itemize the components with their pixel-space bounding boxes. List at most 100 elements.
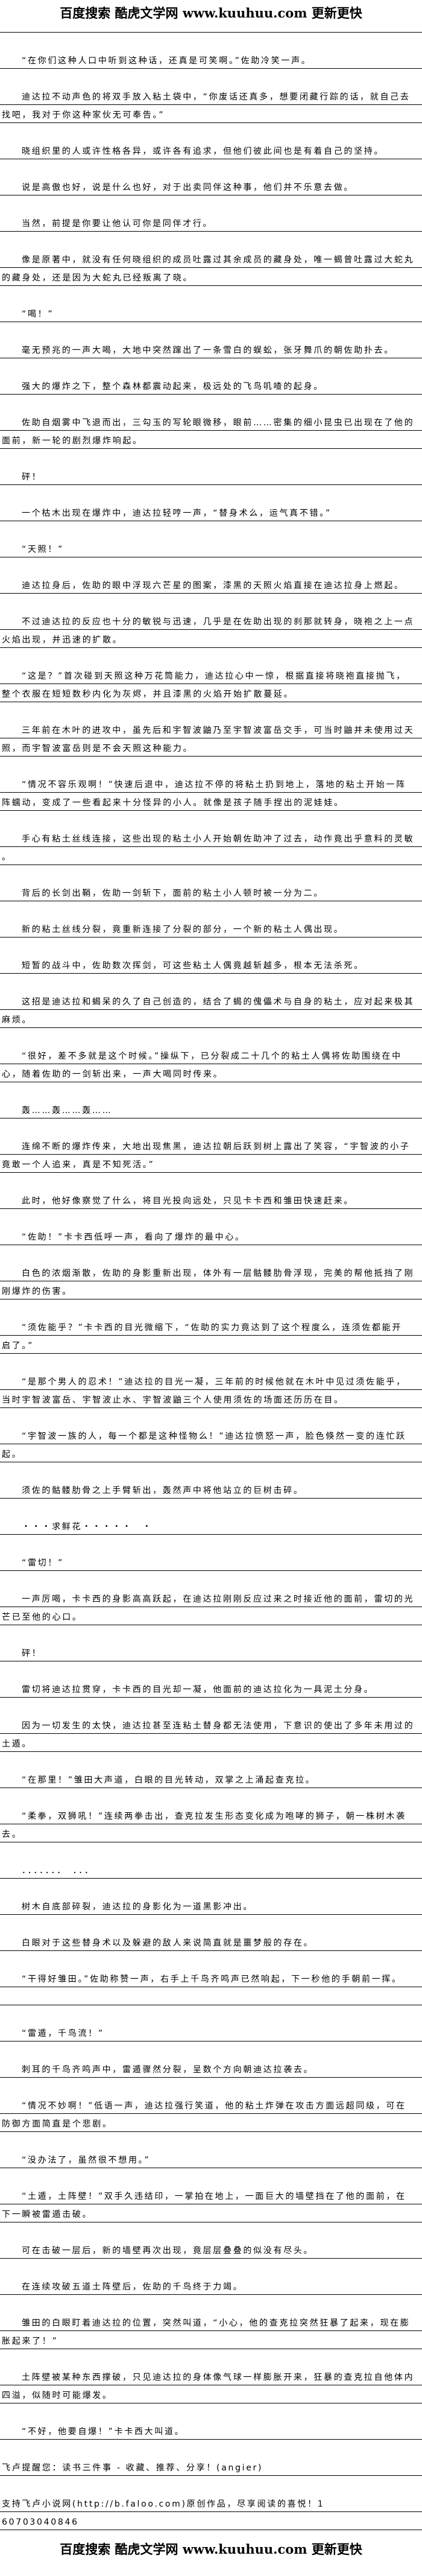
paragraph: 土阵壁被某种东西撑破，只见迪达拉的身体像气球一样膨胀开来，狂暴的查克拉自他体内四… xyxy=(0,2367,422,2403)
text-line: 手心有粘土丝线连接，这些出现的粘土小人开始朝佐助冲了过去，动作竟出乎意料的灵敏 xyxy=(0,829,422,847)
text-line: 面前，新一轮的剧烈爆炸响起。 xyxy=(0,431,422,449)
text-line: “情况不妙啊！”低语一声，迪达拉强行笑道，他的粘土炸弹在攻击方面远超同级，可在 xyxy=(0,2096,422,2114)
text-line: 起。 xyxy=(0,1444,422,1462)
text-line: 此时，他好像察觉了什么，将目光投向远处，只见卡卡西和雏田快速赶来。 xyxy=(0,1191,422,1209)
text-line: 背后的长剑出鞘，佐助一剑斩下，面前的粘土小人顿时被一分为二。 xyxy=(0,883,422,901)
text-line: ．．．．．．． ．．． xyxy=(0,1861,422,1879)
text-line: 土阵壁被某种东西撑破，只见迪达拉的身体像气球一样膨胀开来，狂暴的查克拉自他体内 xyxy=(0,2367,422,2385)
paragraph: “雷遁，千鸟流！” xyxy=(0,2023,422,2041)
text-line: 刺耳的千鸟齐鸣声中，雷遁骤然分裂，呈数个方向朝迪达拉袭去。 xyxy=(0,2060,422,2078)
paragraph: 说是高傲也好，说是什么也好，对于出卖同伴这种事，他们并不乐意去做。 xyxy=(0,177,422,195)
text-line: 在连续攻破五道土阵壁后，佐助的千鸟终于力竭。 xyxy=(0,2277,422,2295)
text-line: 麻烦。 xyxy=(0,1010,422,1028)
text-line: 阵蠕动，变成了一些看起来十分怪异的小人。就像是孩子随手捏出的泥娃娃。 xyxy=(0,793,422,811)
text-line xyxy=(0,1987,422,2005)
text-line: 防御方面简直是个悲剧。 xyxy=(0,2114,422,2132)
text-line: 照，而宇智波富岳则是不会天照这种能力。 xyxy=(0,738,422,757)
paragraph: “干得好雏田。”佐助称赞一声，右手上千鸟齐鸣声已然响起，下一秒他的手朝前一挥。 xyxy=(0,1969,422,2005)
text-line: 下一瞬被雷遁击破。 xyxy=(0,2204,422,2222)
text-line: “是那个男人的忍术！”迪达拉的目光一凝，三年前的时候他就在木叶中见过须佐能乎， xyxy=(0,1372,422,1390)
text-line: 砰！ xyxy=(0,467,422,485)
text-line: “天照！” xyxy=(0,539,422,557)
text-line: 白眼对于这些替身术以及躲避的敌人来说简直就是噩梦般的存在。 xyxy=(0,1933,422,1951)
text-line: 去。 xyxy=(0,1824,422,1842)
text-line: 强大的爆炸之下，整个森林都震动起来，极远处的飞鸟叽喳的起身。 xyxy=(0,376,422,395)
paragraph: 一声厉喝，卡卡西的身影高高跃起，在迪达拉刚刚反应过来之时接近他的面前，雷切的光芒… xyxy=(0,1589,422,1625)
text-line: “没办法了，虽然很不想用。” xyxy=(0,2150,422,2168)
paragraph: 树木自底部碎裂，迪达拉的身影化为一道黑影冲出。 xyxy=(0,1897,422,1915)
text-line: “雷切！” xyxy=(0,1553,422,1571)
text-line: “在那里！”雏田大声道，白眼的目光转动，双掌之上涌起查克拉。 xyxy=(0,1770,422,1788)
text-line: 不过迪达拉的反应也十分的敏锐与迅速，几乎是在佐助出现的刹那就转身，晓袍之上一点 xyxy=(0,612,422,630)
paragraph: 可在击破一层后，新的墙壁再次出现，竟层层叠叠的似没有尽头。 xyxy=(0,2241,422,2259)
text-line: “不好，他要自爆！”卡卡西大叫道。 xyxy=(0,2422,422,2440)
site-logo-banner-bottom[interactable]: 百度搜索 酷虎文学网 www.kuuhuu.com 更新更快 xyxy=(60,2542,362,2557)
text-line: “干得好雏田。”佐助称赞一声，右手上千鸟齐鸣声已然响起，下一秒他的手朝前一挥。 xyxy=(0,1969,422,1987)
text-line: 毫无预兆的一声大喝，大地中突然蹿出了一条雪白的蜈蚣，张牙舞爪的朝佐助扑去。 xyxy=(0,340,422,358)
paragraph: “天照！” xyxy=(0,539,422,557)
text-line: 连绵不断的爆炸传来，大地出现焦黑，迪达拉朝后跃到树上露出了笑容，“宇智波的小子 xyxy=(0,1137,422,1155)
reading-reminder: 飞卢提醒您：读书三件事 - 收藏、推荐、分享！(angier) xyxy=(0,2458,422,2476)
text-line: 轰……轰……轰…… xyxy=(0,1100,422,1118)
paragraph: 毫无预兆的一声大喝，大地中突然蹿出了一条雪白的蜈蚣，张牙舞爪的朝佐助扑去。 xyxy=(0,340,422,358)
text-line: 一声厉喝，卡卡西的身影高高跃起，在迪达拉刚刚反应过来之时接近他的面前，雷切的光 xyxy=(0,1589,422,1607)
paragraph: “在你们这种人口中听到这种话，还真是可笑啊。”佐助冷笑一声。 xyxy=(0,51,422,69)
paragraph: 不过迪达拉的反应也十分的敏锐与迅速，几乎是在佐助出现的刹那就转身，晓袍之上一点火… xyxy=(0,612,422,648)
text-line: 启了。” xyxy=(0,1336,422,1354)
text-line: 的藏身处，还是因为大蛇丸已经叛离了晓。 xyxy=(0,268,422,286)
paragraph: “不好，他要自爆！”卡卡西大叫道。 xyxy=(0,2422,422,2440)
paragraph: “土遁，土阵壁！”双手久违结印，一掌拍在地上，一面巨大的墙壁挡在了他的面前，在下… xyxy=(0,2186,422,2222)
support-notice: 支持飞卢小说网(http://b.faloo.com)原创作品，尽享阅读的喜悦！… xyxy=(0,2494,422,2512)
paragraph: 佐助自烟雾中飞退而出，三勾玉的写轮眼微移，眼前……密集的细小昆虫已出现在了他的面… xyxy=(0,413,422,449)
paragraph: 砰！ xyxy=(0,1643,422,1661)
text-line: 晓组织里的人或许性格各异，或许各有追求，但他们彼此间也是有着自己的坚持。 xyxy=(0,141,422,159)
paragraph: 短暂的战斗中，佐助数次挥剑，可这些粘土人偶竟越斩越多，根本无法杀死。 xyxy=(0,956,422,974)
text-line: “情况不容乐观啊！”快速后退中，迪达拉不停的将粘土扔到地上，落地的粘土开始一阵 xyxy=(0,775,422,793)
paragraph: “这是？”首次碰到天照这种万花筒能力，迪达拉心中一惊，根据直接将晓袍直接抛飞，整… xyxy=(0,666,422,702)
text-line: “喝！” xyxy=(0,304,422,322)
text-line: 土遁。 xyxy=(0,1734,422,1752)
text-line: 四溢，似随时可能爆发。 xyxy=(0,2385,422,2403)
text-line: 白色的浓烟渐散，佐助的身影重新出现，体外有一层骷髅肋骨浮现，完美的帮他抵挡了刚 xyxy=(0,1263,422,1281)
paragraph: 白眼对于这些替身术以及躲避的敌人来说简直就是噩梦般的存在。 xyxy=(0,1933,422,1951)
paragraph: “情况不妙啊！”低语一声，迪达拉强行笑道，他的粘土炸弹在攻击方面远超同级，可在防… xyxy=(0,2096,422,2132)
text-line: 像是原著中，就没有任何晓组织的成员吐露过其余成员的藏身处，唯一蝎曾吐露过大蛇丸 xyxy=(0,250,422,268)
paragraph: 连绵不断的爆炸传来，大地出现焦黑，迪达拉朝后跃到树上露出了笑容，“宇智波的小子竟… xyxy=(0,1137,422,1173)
paragraph: 轰……轰……轰…… xyxy=(0,1100,422,1118)
paragraph: “很好，差不多就是这个时候。”操纵下，已分裂成二十几个的粘土人偶将佐助围绕在中心… xyxy=(0,1046,422,1082)
paragraph: “柔拳，双狮吼！”连续两拳击出，查克拉发生形态变化成为咆哮的狮子，朝一株树木袭去… xyxy=(0,1806,422,1842)
paragraph: 雷切将迪达拉贯穿，卡卡西的目光却一凝，他面前的迪达拉化为一具泥土分身。 xyxy=(0,1680,422,1698)
paragraph: “宇智波一族的人，每一个都是这种怪物么！”迪达拉愤怒一声，脸色倏然一变的连忙跃起… xyxy=(0,1426,422,1462)
paragraph: 当然，前提是你要让他认可你是同伴才行。 xyxy=(0,214,422,232)
paragraph: 砰！ xyxy=(0,467,422,485)
text-line: “在你们这种人口中听到这种话，还真是可笑啊。”佐助冷笑一声。 xyxy=(0,51,422,69)
text-line: 三年前在木叶的进攻中，虽先后和宇智波鼬乃至宇智波富岳交手，可当时鼬并未使用过天 xyxy=(0,720,422,738)
text-line: 芒已至他的心口。 xyxy=(0,1607,422,1625)
text-line: 找吧，我对于你这种家伙无可奉告。” xyxy=(0,105,422,123)
paragraph: 背后的长剑出鞘，佐助一剑斩下，面前的粘土小人顿时被一分为二。 xyxy=(0,883,422,901)
paragraph: “没办法了，虽然很不想用。” xyxy=(0,2150,422,2168)
paragraph: 须佐的骷髅肋骨之上手臂斩出，轰然声中将他站立的巨树击碎。 xyxy=(0,1480,422,1499)
text-line: 雏田的白眼盯着迪达拉的位置，突然叫道，“小心，他的查克拉突然狂暴了起来，现在膨 xyxy=(0,2313,422,2331)
text-line: 。 xyxy=(0,847,422,865)
text-line: “很好，差不多就是这个时候。”操纵下，已分裂成二十几个的粘土人偶将佐助围绕在中 xyxy=(0,1046,422,1064)
text-line: “宇智波一族的人，每一个都是这种怪物么！”迪达拉愤怒一声，脸色倏然一变的连忙跃 xyxy=(0,1426,422,1444)
text-line: “这是？”首次碰到天照这种万花筒能力，迪达拉心中一惊，根据直接将晓袍直接抛飞， xyxy=(0,666,422,684)
site-logo-banner[interactable]: 百度搜索 酷虎文学网 www.kuuhuu.com 更新更快 xyxy=(0,0,422,33)
text-line: 火焰出现，并迅速的扩散。 xyxy=(0,630,422,648)
paragraph: 在连续攻破五道土阵壁后，佐助的千鸟终于力竭。 xyxy=(0,2277,422,2295)
paragraph: 迪达拉不动声色的将双手放入粘土袋中，“你废话还真多，想要闭藏行踪的话，就自己去找… xyxy=(0,87,422,123)
text-line: 短暂的战斗中，佐助数次挥剑，可这些粘土人偶竟越斩越多，根本无法杀死。 xyxy=(0,956,422,974)
paragraph: “佐助！”卡卡西低呼一声，看向了爆炸的最中心。 xyxy=(0,1227,422,1245)
paragraph: 迪达拉身后，佐助的眼中浮现六芒星的图案，漆黑的天照火焰直接在迪达拉身上燃起。 xyxy=(0,576,422,594)
paragraph: 因为一切发生的太快，迪达拉甚至连粘土替身都无法使用，下意识的使出了多年未用过的土… xyxy=(0,1716,422,1752)
footer-code: 60703040846 xyxy=(0,2512,422,2530)
paragraph: ・・・求鲜花・・・・・ ・ xyxy=(0,1517,422,1535)
paragraph: “须佐能乎？”卡卡西的目光微缩下，“佐助的实力竟达到了这个程度么，连须佐都能开启… xyxy=(0,1318,422,1354)
paragraph: 三年前在木叶的进攻中，虽先后和宇智波鼬乃至宇智波富岳交手，可当时鼬并未使用过天照… xyxy=(0,720,422,757)
text-line: 胀起来了！” xyxy=(0,2331,422,2349)
text-line: 因为一切发生的太快，迪达拉甚至连粘土替身都无法使用，下意识的使出了多年未用过的 xyxy=(0,1716,422,1734)
paragraph: 雏田的白眼盯着迪达拉的位置，突然叫道，“小心，他的查克拉突然狂暴了起来，现在膨胀… xyxy=(0,2313,422,2349)
paragraph: 手心有粘土丝线连接，这些出现的粘土小人开始朝佐助冲了过去，动作竟出乎意料的灵敏。 xyxy=(0,829,422,865)
paragraph: 强大的爆炸之下，整个森林都震动起来，极远处的飞鸟叽喳的起身。 xyxy=(0,376,422,395)
